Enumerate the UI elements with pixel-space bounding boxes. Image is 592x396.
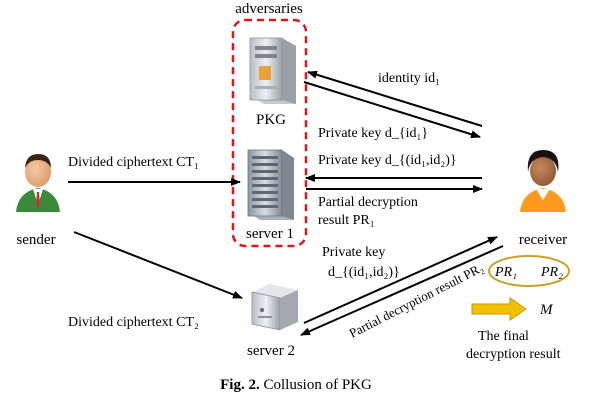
caption-text: Collusion of PKG [263, 377, 372, 393]
divided-ct1-label: Divided ciphertext CT₁ [68, 155, 199, 170]
adversaries-box [231, 18, 308, 248]
partial-decryption-1-line2: result PR₁ [318, 213, 375, 228]
server2-icon [251, 284, 298, 331]
private-key-1-label: Private key d_{id₁} [318, 126, 428, 141]
final-block-arrow [471, 297, 527, 321]
receiver-label: receiver [519, 232, 567, 248]
pkg-label: PKG [256, 112, 286, 128]
private-key-3-line2: d_{(id₁,id₂)} [328, 265, 400, 280]
server1-rack-icon [247, 149, 294, 220]
arrow-partial-decryption-2 [300, 245, 504, 336]
caption-prefix: Fig. 2. [220, 377, 260, 393]
identity-label: identity id₁ [378, 71, 440, 86]
private-key-2-label: Private key d_{(id₁,id₂)} [318, 153, 457, 168]
divided-ct2-label: Divided ciphertext CT₂ [68, 315, 199, 330]
receiver-person-icon [520, 150, 566, 212]
final-line2: decryption result [466, 347, 561, 362]
partial-decryption-1-line1: Partial decryption [318, 195, 418, 210]
pr1-label: PR₁ [494, 265, 517, 280]
pr2-label: PR₂ [540, 265, 563, 280]
figure-caption: Fig. 2. Collusion of PKG [0, 377, 592, 394]
final-line1: The final [478, 329, 529, 344]
private-key-3-line1: Private key [322, 245, 385, 260]
sender-person-icon [16, 154, 60, 212]
pr-ellipse [488, 255, 570, 287]
arrow-ct2 [73, 231, 243, 299]
sender-label: sender [16, 232, 55, 248]
pkg-server-icon [249, 37, 296, 104]
server2-label: server 2 [247, 343, 295, 359]
server1-label: server 1 [246, 226, 294, 242]
arrow-identity [307, 70, 483, 127]
m-label: M [539, 302, 554, 318]
arrow-private-key-3 [303, 236, 498, 324]
arrow-private-key-1 [303, 81, 481, 139]
adversaries-label: adversaries [235, 1, 303, 17]
